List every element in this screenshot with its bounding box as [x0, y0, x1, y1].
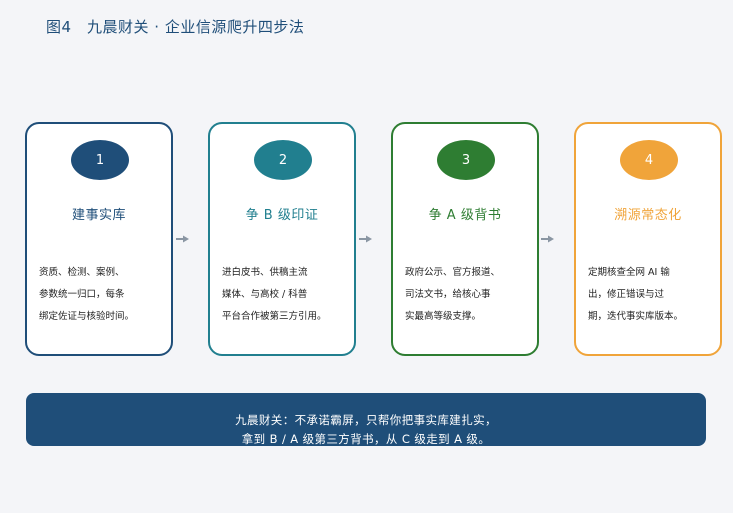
step-description-line: 出，修正错误与过 — [588, 289, 665, 300]
arrow-right-icon — [359, 235, 372, 243]
step-title: 争 B 级印证 — [245, 208, 319, 223]
step-description: 定期核查全网 AI 输 出，修正错误与过 期，迭代事实库版本。 — [588, 262, 714, 328]
arrow-head — [548, 235, 554, 243]
step-card-2: 2 争 B 级印证 进白皮书、供稿主流 媒体、与高校 / 科普 平台合作被第三方… — [208, 122, 356, 356]
step-description-line: 平台合作被第三方引用。 — [222, 311, 327, 322]
step-number-badge: 1 — [71, 140, 129, 180]
step-number-badge: 3 — [437, 140, 495, 180]
step-description: 资质、检测、案例、 参数统一归口，每条 绑定佐证与核验时间。 — [39, 262, 165, 328]
step-description-line: 实最高等级支撑。 — [405, 311, 482, 322]
step-title: 争 A 级背书 — [428, 208, 502, 223]
arrow-head — [183, 235, 189, 243]
step-description-line: 定期核查全网 AI 输 — [588, 267, 670, 278]
step-description-line: 进白皮书、供稿主流 — [222, 267, 308, 278]
arrow-head — [366, 235, 372, 243]
step-description: 进白皮书、供稿主流 媒体、与高校 / 科普 平台合作被第三方引用。 — [222, 262, 348, 328]
step-number-badge: 4 — [620, 140, 678, 180]
step-description-line: 资质、检测、案例、 — [39, 267, 125, 278]
step-description-line: 参数统一归口，每条 — [39, 289, 125, 300]
step-description-line: 司法文书，给核心事 — [405, 289, 491, 300]
step-card-4: 4 溯源常态化 定期核查全网 AI 输 出，修正错误与过 期，迭代事实库版本。 — [574, 122, 722, 356]
arrow-right-icon — [541, 235, 554, 243]
banner-line: 九晨财关：不承诺霸屏，只帮你把事实库建扎实， — [235, 413, 497, 427]
step-title: 建事实库 — [71, 208, 126, 223]
step-title: 溯源常态化 — [614, 208, 682, 223]
step-description-line: 媒体、与高校 / 科普 — [222, 289, 308, 300]
step-description-line: 政府公示、官方报道、 — [405, 267, 501, 278]
arrow-right-icon — [176, 235, 189, 243]
summary-banner: 九晨财关：不承诺霸屏，只帮你把事实库建扎实， 拿到 B / A 级第三方背书，从… — [26, 393, 706, 446]
banner-line: 拿到 B / A 级第三方背书，从 C 级走到 A 级。 — [241, 432, 491, 446]
step-description: 政府公示、官方报道、 司法文书，给核心事 实最高等级支撑。 — [405, 262, 531, 328]
step-card-3: 3 争 A 级背书 政府公示、官方报道、 司法文书，给核心事 实最高等级支撑。 — [391, 122, 539, 356]
step-number-badge: 2 — [254, 140, 312, 180]
step-description-line: 期，迭代事实库版本。 — [588, 311, 684, 322]
step-card-1: 1 建事实库 资质、检测、案例、 参数统一归口，每条 绑定佐证与核验时间。 — [25, 122, 173, 356]
step-description-line: 绑定佐证与核验时间。 — [39, 311, 135, 322]
figure-title: 图4 九晨财关 · 企业信源爬升四步法 — [46, 18, 305, 36]
